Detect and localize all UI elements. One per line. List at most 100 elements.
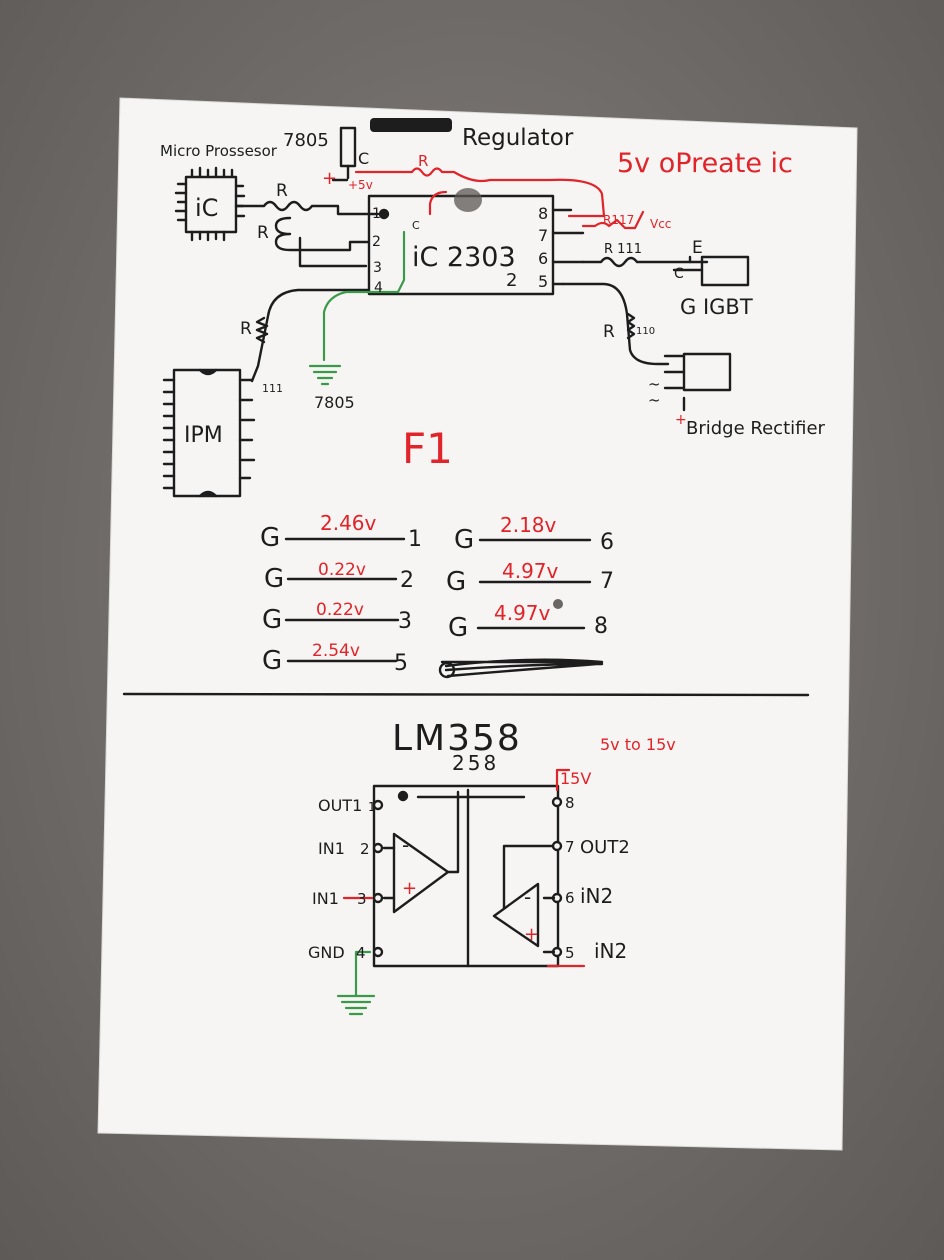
lm358-pin-num-7: 7 <box>565 838 575 856</box>
lm358-15v: 15V <box>560 769 591 788</box>
page-divider <box>122 692 810 697</box>
green-ground-symbol <box>308 364 342 386</box>
f1-value-5: 2.54v <box>312 641 360 661</box>
scribbled-out-entry <box>440 658 604 678</box>
ipm-chip <box>162 368 256 498</box>
lm358-pin-name-4: GND <box>308 943 345 962</box>
ic2303-pin-8: 8 <box>538 204 548 223</box>
red-plus-5v: +5v <box>348 178 373 192</box>
wire-pin5-to-bridge <box>561 282 670 366</box>
ic2303-pin-1: 1 <box>372 206 381 222</box>
red-wire-r117 <box>581 210 645 230</box>
lm358-minus-2: - <box>524 885 531 909</box>
bridge-label: Bridge Rectifier <box>686 418 826 439</box>
ipm-mark: 111 <box>262 382 283 395</box>
f1-reading-lines <box>284 537 592 663</box>
f1-value-2: 0.22v <box>318 560 366 580</box>
wire-pin6-to-igbt <box>581 256 709 268</box>
f1-g-1: G <box>260 523 280 553</box>
lm358-title: LM358 <box>392 718 522 759</box>
ipm-label: IPM <box>184 423 223 448</box>
ic2303-pin-5: 5 <box>538 272 548 291</box>
lm358-pin-name-5: iN2 <box>594 939 627 963</box>
f1-title: F1 <box>402 424 453 473</box>
lm358-supply-note: 5v to 15v <box>600 735 676 754</box>
bridge-tilde-1: ~ <box>648 375 661 393</box>
red-wire-pin1-cap <box>428 190 448 216</box>
f1-g-6: G <box>454 525 474 555</box>
lm358-pin-num-2: 2 <box>360 840 370 858</box>
ground-7805-label: 7805 <box>314 393 355 412</box>
lm358-plus-2: + <box>524 924 539 945</box>
resistor-r-chip: R <box>276 181 288 201</box>
green-lm358-ground <box>336 950 376 1016</box>
scribble-dot <box>438 661 456 679</box>
red-wire-5v <box>354 167 606 218</box>
lm358-subtitle: 258 <box>452 751 499 775</box>
f1-g-3: G <box>262 605 282 635</box>
wire-chip-to-pin1 <box>234 200 380 216</box>
resistor-r-pin2: R <box>257 223 269 243</box>
red-vcc: Vcc <box>650 217 671 231</box>
f1-g-5: G <box>262 646 282 676</box>
lm358-pin-name-2: IN1 <box>318 839 345 858</box>
r110-value: 110 <box>636 326 655 337</box>
f1-pin-2: 2 <box>400 568 414 593</box>
r110-label: R <box>603 322 615 342</box>
lm358-pin-num-8: 8 <box>565 794 575 812</box>
f1-pin-5: 5 <box>394 651 408 676</box>
f1-value-6: 2.18v <box>500 513 557 537</box>
pin1-cap-label: C <box>412 219 420 232</box>
r111-label: R 111 <box>604 242 642 257</box>
green-wire-ground <box>322 230 406 362</box>
lm358-pin-name-6: iN2 <box>580 884 613 908</box>
f1-pin-1: 1 <box>408 527 422 552</box>
wire-resistor-ipm <box>255 316 269 344</box>
bridge-rectifier-symbol <box>663 352 732 412</box>
lm358-pin-name-1: OUT1 <box>318 796 362 815</box>
bridge-tilde-2: ~ <box>648 391 661 409</box>
microprocessor-label: Micro Prossesor <box>160 142 278 160</box>
ic2303-pin-2: 2 <box>372 234 381 250</box>
ic2303-pin-7: 7 <box>538 226 548 245</box>
f1-g-2: G <box>264 564 284 594</box>
paper-sheet <box>97 97 858 1151</box>
f1-pin-8: 8 <box>594 614 608 639</box>
red-lm358-15v <box>342 768 586 968</box>
f1-value-8: 4.97v <box>494 601 551 625</box>
regulator-c-label: C <box>358 149 369 168</box>
wire-resistor-pin2 <box>274 216 370 252</box>
lm358-pin-num-1: 1 <box>368 800 376 814</box>
red-resistor-r: R <box>418 152 428 170</box>
scratched-out-text <box>370 118 452 132</box>
resistor-r-ipm: R <box>240 319 252 339</box>
lm358-minus-1: - <box>402 833 409 857</box>
regulator-word: Regulator <box>462 125 574 151</box>
lm358-pin-num-4: 4 <box>356 944 366 962</box>
regulator-7805-symbol <box>331 126 357 182</box>
regulator-part-label: 7805 <box>283 130 329 151</box>
burn-smudge <box>454 188 482 212</box>
ic2303-pin-6: 6 <box>538 249 548 268</box>
red-r117: R117 <box>603 213 634 227</box>
f1-value-3: 0.22v <box>316 600 364 620</box>
igbt-symbol <box>672 255 750 287</box>
f1-value-1: 2.46v <box>320 511 377 535</box>
f1-value-7: 4.97v <box>502 559 559 583</box>
wire-r110 <box>626 312 636 340</box>
ic2303-pin-4: 4 <box>374 280 383 296</box>
f1-pin-3: 3 <box>398 609 412 634</box>
microprocessor-chip-label: iC <box>195 194 218 222</box>
red-bridge-plus: + <box>675 412 687 428</box>
main-ic-sub: 2 <box>506 270 517 291</box>
lm358-pin-num-5: 5 <box>565 944 575 962</box>
igbt-e-label: E <box>692 238 703 258</box>
igbt-label: G IGBT <box>680 295 753 319</box>
f1-g-7: G <box>446 567 466 597</box>
ink-dot <box>553 599 563 609</box>
f1-g-8: G <box>448 613 468 643</box>
lm358-pin-num-6: 6 <box>565 889 575 907</box>
ic2303-pin-3: 3 <box>373 260 382 276</box>
red-note-5v-operate: 5v oPreate ic <box>617 148 793 179</box>
